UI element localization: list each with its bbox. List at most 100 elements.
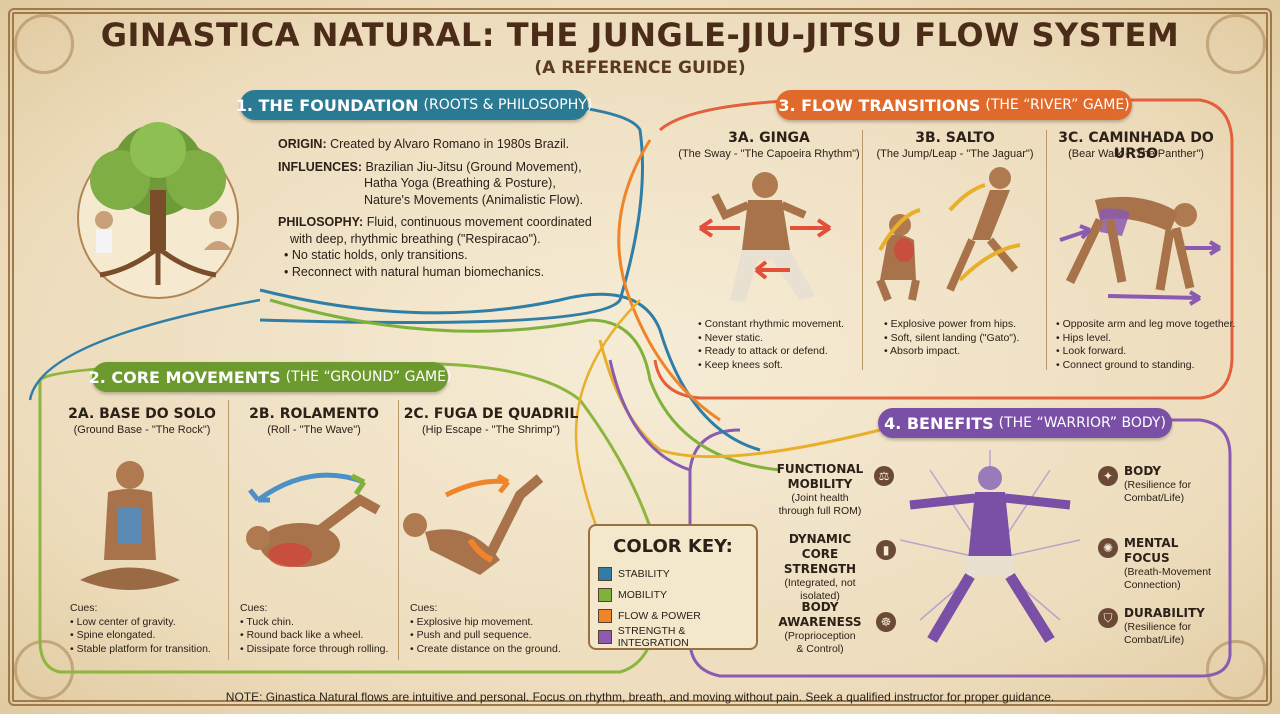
- color-key-label: FLOW & POWER: [618, 610, 701, 622]
- benefits-banner-title: 4. BENEFITS: [884, 413, 994, 433]
- brain-icon: ✺: [1098, 538, 1118, 558]
- benefit-functional-mobility: FUNCTIONAL MOBILITY (Joint health throug…: [770, 462, 870, 518]
- move-cue: • Look forward.: [1056, 345, 1127, 358]
- move-subtitle: (Bear Walk - "The Panther"): [1068, 148, 1204, 160]
- move-cue: • Explosive power from hips.: [884, 318, 1017, 330]
- corner-ornament: [14, 14, 74, 74]
- move-cue: • Ready to attack or defend.: [698, 345, 828, 358]
- benefits-banner: 4. BENEFITS (THE “WARRIOR” BODY): [878, 408, 1172, 438]
- section-divider: [398, 400, 399, 660]
- move-title: 3A. GINGA: [728, 130, 810, 146]
- move-cue: • Connect ground to standing.: [1056, 358, 1195, 371]
- move-cue: • Explosive hip movement.: [410, 615, 534, 628]
- core-banner-paren: (THE “GROUND” GAME): [285, 369, 452, 385]
- color-key: COLOR KEY: STABILITY MOBILITY FLOW & POW…: [588, 524, 758, 650]
- shield-icon: ⛉: [1098, 608, 1118, 628]
- philosophy-line: with deep, rhythmic breathing ("Respirac…: [290, 231, 541, 246]
- philosophy-line: Fluid, continuous movement coordinated: [366, 215, 592, 229]
- benefit-heading: FUNCTIONAL: [776, 462, 864, 476]
- benefit-desc: (Resilience for: [1124, 621, 1192, 633]
- benefit-dynamic-core: DYNAMIC CORE STRENGTH (Integrated, not i…: [770, 532, 870, 603]
- move-title: 2B. ROLAMENTO: [249, 406, 379, 422]
- move-subtitle: (Roll - "The Wave"): [267, 424, 361, 436]
- benefit-desc: isolated): [800, 590, 840, 603]
- influences-line: Nature's Movements (Animalistic Flow).: [364, 192, 584, 207]
- cues-label: Cues:: [410, 602, 438, 614]
- color-key-label: STABILITY: [618, 568, 670, 580]
- foundation-banner: 1. THE FOUNDATION (ROOTS & PHILOSOPHY): [236, 90, 592, 120]
- move-cue: • Create distance on the ground.: [410, 642, 561, 655]
- lightbulb-icon: ✦: [1098, 466, 1118, 486]
- move-cue: • Constant rhythmic movement.: [698, 318, 845, 330]
- move-cue: • Dissipate force through rolling.: [240, 642, 389, 655]
- benefit-heading: DURABILITY: [1124, 606, 1205, 620]
- color-key-item: FLOW & POWER: [598, 608, 701, 624]
- benefit-desc: & Control): [796, 643, 844, 656]
- move-subtitle: (The Sway - "The Capoeira Rhythm"): [678, 148, 860, 160]
- philosophy-label: PHILOSOPHY:: [278, 215, 364, 229]
- benefit-heading: STRENGTH: [783, 562, 857, 576]
- footer-note: NOTE: Ginastica Natural flows are intuit…: [225, 690, 1055, 704]
- move-cue: • Spine elongated.: [70, 629, 156, 642]
- corner-ornament: [1206, 640, 1266, 700]
- benefit-desc: (Proprioception: [784, 630, 856, 642]
- dumbbell-icon: ⚖: [874, 466, 894, 486]
- philosophy-bullet: • No static holds, only transitions.: [284, 248, 468, 262]
- benefit-desc: Combat/Life): [1124, 634, 1185, 647]
- flow-banner-title: 3. FLOW TRANSITIONS: [778, 95, 981, 115]
- benefit-heading: AWARENESS: [778, 615, 862, 629]
- meditation-icon: ☸: [876, 612, 896, 632]
- benefit-desc: (Integrated, not: [784, 577, 856, 589]
- benefit-desc: through full ROM): [778, 505, 862, 518]
- benefit-durability: DURABILITY (Resilience for Combat/Life): [1124, 606, 1220, 647]
- cues-label: Cues:: [70, 602, 98, 614]
- page-title: GINASTICA NATURAL: THE JUNGLE-JIU-JITSU …: [100, 16, 1180, 54]
- foundation-banner-paren: (ROOTS & PHILOSOPHY): [423, 97, 593, 113]
- influences-label: INFLUENCES:: [278, 159, 363, 174]
- page-subtitle: (A REFERENCE GUIDE): [534, 58, 746, 78]
- benefit-mental-focus: MENTAL FOCUS (Breath-Movement Connection…: [1124, 536, 1224, 592]
- color-key-item: STRENGTH & INTEGRATION: [598, 625, 756, 649]
- core-banner-title: 2. CORE MOVEMENTS: [88, 367, 281, 387]
- move-title: 3C. CAMINHADA DO URSO: [1058, 130, 1214, 162]
- benefit-body-awareness: BODY AWARENESS (Proprioception & Control…: [770, 600, 870, 656]
- move-cue: • Low center of gravity.: [70, 615, 176, 628]
- benefit-desc: (Breath-Movement: [1124, 566, 1211, 578]
- benefit-desc: Combat/Life): [1124, 492, 1185, 505]
- flow-banner: 3. FLOW TRANSITIONS (THE “RIVER” GAME): [776, 90, 1132, 120]
- color-key-label: MOBILITY: [618, 589, 668, 601]
- benefit-desc: (Resilience for: [1124, 479, 1192, 491]
- color-key-item: STABILITY: [598, 566, 670, 582]
- flow-banner-paren: (THE “RIVER” GAME): [985, 97, 1130, 113]
- benefit-heading: BODY: [801, 600, 839, 614]
- benefit-heading: DYNAMIC CORE: [788, 532, 852, 561]
- color-swatch: [598, 609, 612, 623]
- foundation-banner-title: 1. THE FOUNDATION: [235, 95, 419, 115]
- origin-label: ORIGIN:: [278, 137, 327, 151]
- benefit-heading: MOBILITY: [787, 477, 853, 491]
- torso-icon: ▮: [876, 540, 896, 560]
- color-key-label: STRENGTH & INTEGRATION: [617, 625, 689, 649]
- benefits-banner-paren: (THE “WARRIOR” BODY): [998, 415, 1166, 431]
- section-divider: [862, 130, 863, 370]
- move-cue: • Hips level.: [1056, 331, 1112, 344]
- color-swatch: [598, 588, 612, 602]
- influences-line: Brazilian Jiu-Jitsu (Ground Movement),: [365, 159, 582, 174]
- move-cue: • Never static.: [698, 331, 763, 344]
- corner-ornament: [1206, 14, 1266, 74]
- move-cue: • Stable platform for transition.: [70, 642, 211, 655]
- color-key-item: MOBILITY: [598, 587, 667, 603]
- color-swatch: [598, 567, 612, 581]
- move-cue: • Push and pull sequence.: [410, 629, 532, 642]
- corner-ornament: [14, 640, 74, 700]
- move-title: 2A. BASE DO SOLO: [68, 406, 216, 422]
- move-cue: • Keep knees soft.: [698, 358, 783, 371]
- philosophy-bullet: • Reconnect with natural human biomechan…: [284, 264, 545, 279]
- move-subtitle: (The Jump/Leap - "The Jaguar"): [876, 148, 1034, 160]
- color-swatch: [598, 630, 612, 644]
- move-cue: • Opposite arm and leg move together.: [1056, 318, 1236, 330]
- section-divider: [228, 400, 229, 660]
- color-key-title: COLOR KEY:: [613, 536, 733, 557]
- benefit-desc: Connection): [1124, 579, 1181, 592]
